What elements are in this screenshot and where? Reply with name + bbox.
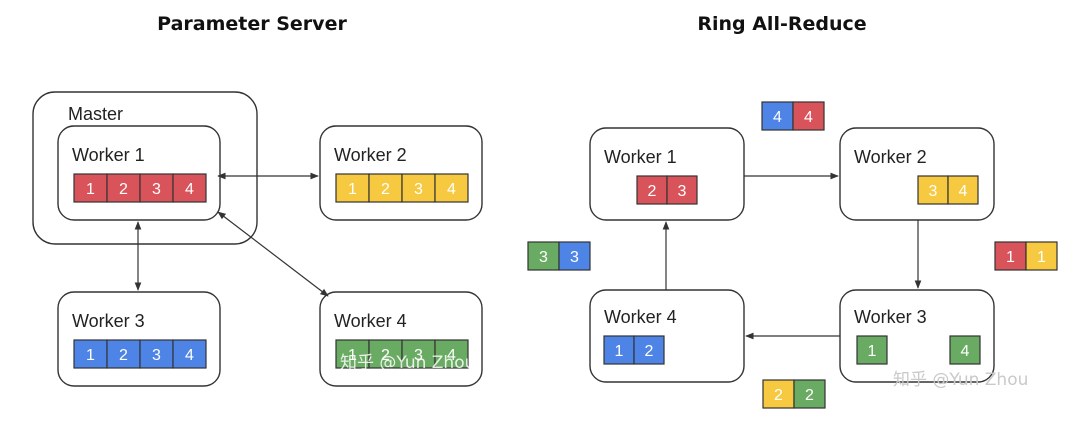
- cell: [633, 335, 665, 365]
- cell-label: 1: [348, 181, 357, 198]
- cell-label: 4: [185, 181, 194, 198]
- cell-label: 2: [645, 343, 654, 360]
- cell: [172, 339, 207, 369]
- cell: [139, 173, 174, 203]
- ps-worker-3-label: Worker 3: [72, 311, 145, 331]
- cell: [1025, 241, 1058, 271]
- cell-label: 1: [615, 343, 624, 360]
- ps-worker-1-label: Worker 1: [72, 145, 145, 165]
- cell-label: 4: [447, 181, 456, 198]
- cell-label: 1: [868, 343, 877, 360]
- cell: [106, 339, 141, 369]
- ps-worker-3-box: [57, 291, 221, 387]
- cell: [139, 339, 174, 369]
- cell-label: 2: [119, 347, 128, 364]
- ps-worker-3-cells: 1 2 3 4: [73, 339, 207, 369]
- ps-worker-1-box: [57, 125, 221, 221]
- cell-label: 3: [678, 183, 687, 200]
- cell: [368, 173, 403, 203]
- cell-label: 4: [185, 347, 194, 364]
- cell: [792, 101, 825, 131]
- ring-worker-1-label: Worker 1: [604, 147, 677, 167]
- ps-worker-2-label: Worker 2: [334, 145, 407, 165]
- cell-label: 2: [381, 181, 390, 198]
- cell: [434, 173, 469, 203]
- cell: [636, 175, 668, 205]
- cell-label: 1: [348, 347, 357, 364]
- cell-label: 3: [152, 181, 161, 198]
- watermark-right: 知乎 @Yun Zhou: [893, 370, 1028, 390]
- ring-worker-2-box: [839, 127, 995, 221]
- cell: [949, 335, 981, 365]
- cell: [666, 175, 698, 205]
- cell: [603, 335, 635, 365]
- cell-label: 1: [1006, 249, 1015, 266]
- cell: [558, 241, 591, 271]
- cell: [172, 173, 207, 203]
- ps-worker-2-cells: 1 2 3 4: [335, 173, 469, 203]
- cell-label: 1: [1037, 249, 1046, 266]
- cell: [335, 173, 370, 203]
- cell: [434, 339, 469, 369]
- ps-worker-2-box: [319, 125, 483, 221]
- cell-label: 3: [414, 347, 423, 364]
- parameter-server-title: Parameter Server: [157, 13, 347, 35]
- cell: [761, 101, 794, 131]
- cell: [527, 241, 560, 271]
- cell: [947, 175, 979, 205]
- ring-worker-2-label: Worker 2: [854, 147, 927, 167]
- cell-label: 4: [773, 109, 782, 126]
- cell-label: 4: [959, 183, 968, 200]
- ring-worker-1-box: [589, 127, 745, 221]
- arrow-w1-w4: [217, 211, 329, 297]
- master-label: Master: [68, 104, 123, 124]
- ring-all-reduce-title: Ring All-Reduce: [697, 13, 866, 35]
- ps-worker-4-cells: 1 2 3 4: [335, 339, 469, 369]
- cell-label: 1: [86, 181, 95, 198]
- cell-label: 2: [119, 181, 128, 198]
- cell: [762, 379, 795, 409]
- cell-label: 3: [539, 249, 548, 266]
- cell-label: 4: [447, 347, 456, 364]
- ring-worker-3-label: Worker 3: [854, 307, 927, 327]
- cell-label: 3: [414, 181, 423, 198]
- cell-label: 4: [804, 109, 813, 126]
- ring-worker-4-label: Worker 4: [604, 307, 677, 327]
- cell-label: 2: [805, 387, 814, 404]
- cell-label: 3: [570, 249, 579, 266]
- cell: [335, 339, 370, 369]
- cell-label: 2: [381, 347, 390, 364]
- cell-label: 1: [86, 347, 95, 364]
- cell: [793, 379, 826, 409]
- cell-label: 2: [648, 183, 657, 200]
- cell-label: 3: [929, 183, 938, 200]
- cell: [73, 173, 108, 203]
- cell: [994, 241, 1027, 271]
- cell: [368, 339, 403, 369]
- cell: [856, 335, 888, 365]
- cell-label: 3: [152, 347, 161, 364]
- cell-label: 4: [961, 343, 970, 360]
- ps-worker-4-label: Worker 4: [334, 311, 407, 331]
- cell-label: 2: [774, 387, 783, 404]
- cell: [106, 173, 141, 203]
- watermark-left: 知乎 @Yun Zhou: [340, 353, 475, 373]
- cell: [401, 339, 436, 369]
- ps-worker-1-cells: 1 2 3 4: [73, 173, 207, 203]
